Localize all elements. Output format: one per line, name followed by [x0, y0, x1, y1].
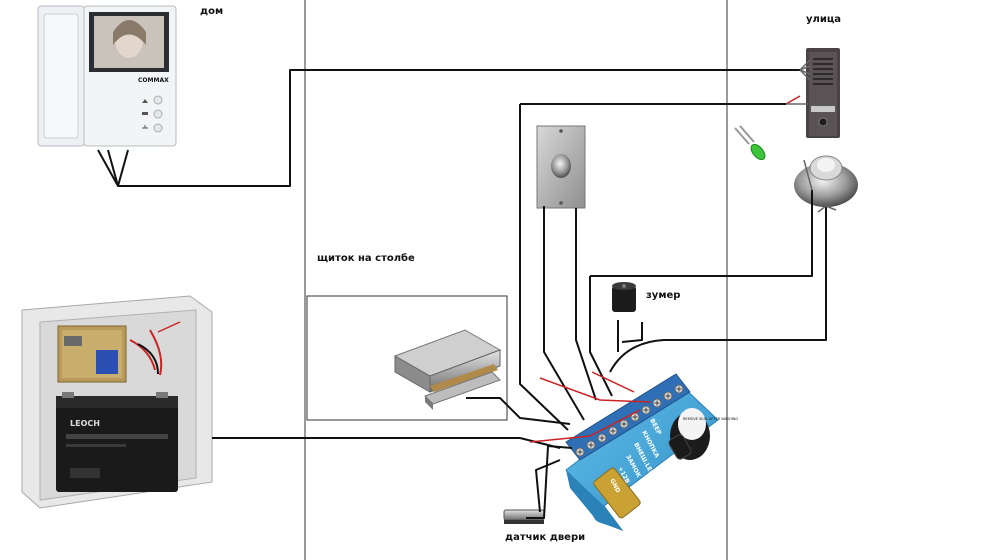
electromagnetic-lock-icon: [393, 329, 502, 410]
pole-panel-frame: [306, 295, 508, 421]
label-pole-panel: щиток на столбе: [317, 253, 415, 264]
label-street: улица: [806, 14, 842, 25]
wires: [97, 69, 827, 519]
label-home: дом: [200, 6, 224, 17]
battery-icon: LEOCH: [56, 392, 178, 492]
monitor-brand: COMMAX: [138, 77, 169, 84]
call-panel-icon: [806, 48, 840, 138]
battery-brand: LEOCH: [70, 419, 100, 428]
board-buzzer-icon: REMOVE SEAL AFTER WASHING: [668, 408, 738, 460]
buzzer-icon: [612, 282, 636, 312]
colored-wires: [157, 59, 837, 443]
videomonitor-icon: COMMAX: [37, 5, 177, 147]
label-door-sensor: датчик двери: [505, 532, 586, 543]
label-buzzer: зумер: [646, 290, 681, 301]
reader-icon: [794, 155, 858, 207]
led-icon: [734, 125, 766, 161]
board-buzzer-text: REMOVE SEAL AFTER WASHING: [683, 417, 738, 421]
exit-button-icon: [536, 125, 586, 209]
